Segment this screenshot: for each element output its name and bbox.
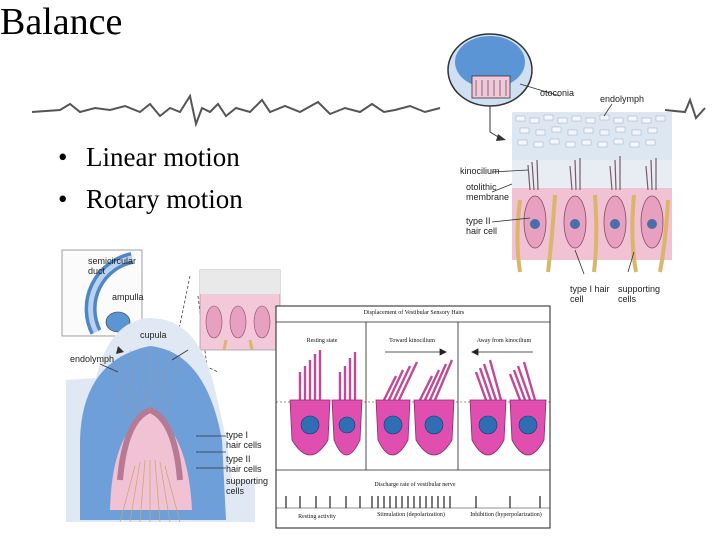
bullet-list: Linear motion Rotary motion [58, 140, 243, 224]
label-supporting-cells: supporting cells [618, 284, 661, 304]
discharge-rate-label: Discharge rate of vestibular nerve [374, 482, 456, 488]
label-endolymph-top: endolymph [600, 94, 645, 104]
column-label-resting: Resting state [306, 338, 338, 344]
label-type2-hair-cells: type II hair cells [226, 454, 262, 474]
bullet-item: Rotary motion [58, 182, 243, 216]
label-supporting-cells-ampulla: supporting cells [226, 476, 269, 496]
column-label-toward: Toward kinocilium [389, 338, 435, 344]
label-type2-hair-cell: type II hair cell [466, 216, 498, 236]
bottom-label-resting: Resting activity [298, 514, 336, 520]
slide-title: Balance [0, 1, 123, 43]
label-endolymph-bottom: endolymph [70, 354, 115, 364]
bullet-item: Linear motion [58, 140, 243, 174]
label-semicircular-duct: semicircular duct [88, 256, 137, 276]
column-label-away: Away from kinocilium [476, 338, 532, 344]
panel-heading: Displacement of Vestibular Sensory Hairs [363, 310, 465, 316]
label-kinocilium: kinocilium [460, 166, 500, 176]
label-ampulla: ampulla [112, 292, 144, 302]
label-cupula: cupula [140, 330, 167, 340]
label-type1-hair-cell: type I hair cell [570, 284, 610, 304]
bottom-label-stimulation: Stimulation (depolarization) [377, 512, 445, 518]
label-otoconia: otoconia [540, 88, 575, 98]
label-otolithic-membrane: otolithic membrane [466, 182, 510, 202]
bottom-label-inhibition: Inhibition (hyperpolarization) [470, 512, 542, 518]
label-type1-hair-cells: type I hair cells [226, 430, 262, 450]
